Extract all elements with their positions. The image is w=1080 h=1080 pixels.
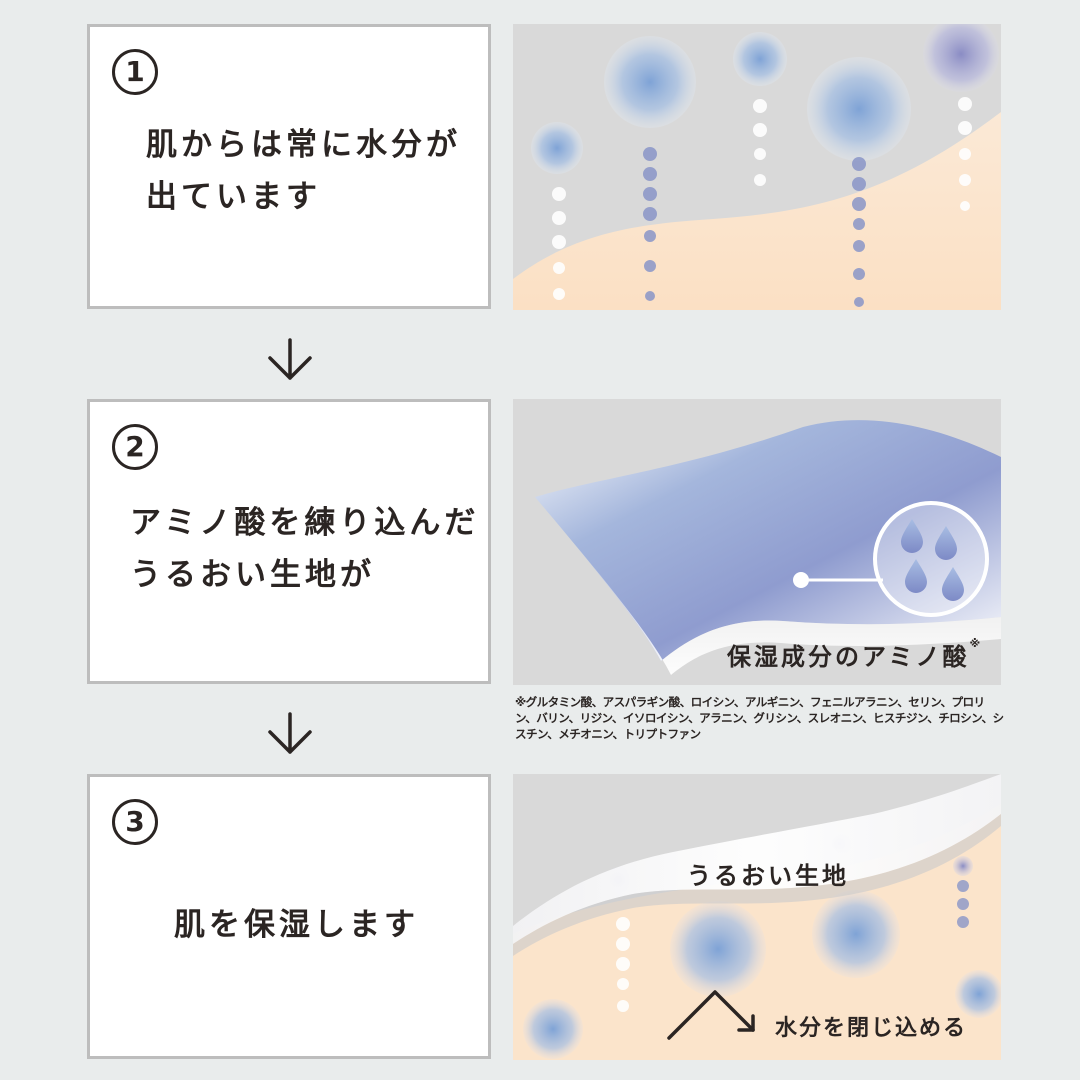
step-1-box: 1 肌からは常に水分が 出ています: [87, 24, 491, 309]
step-3-line-1: 肌を保湿します: [174, 907, 419, 943]
step-3-box: 3 肌を保湿します: [87, 774, 491, 1059]
step-2-number: 2: [112, 424, 158, 470]
panel-amino-fabric: 保湿成分のアミノ酸※: [513, 399, 1001, 685]
water-drop-icon: [942, 567, 964, 601]
water-drop-icon: [935, 526, 957, 560]
step-1-line-1: 肌からは常に水分が: [146, 127, 461, 163]
bubble: [733, 32, 787, 86]
step-2-box: 2 アミノ酸を練り込んだ うるおい生地が: [87, 399, 491, 684]
step-2-line-1: アミノ酸を練り込んだ: [130, 505, 480, 541]
bubble: [670, 901, 766, 997]
water-drop-icon: [901, 519, 923, 553]
bubble: [531, 122, 583, 174]
step-3-number: 3: [112, 799, 158, 845]
step-3-text: 肌を保湿します: [174, 899, 419, 951]
step-1-line-2: 出ています: [146, 179, 321, 215]
moisture-lock-illustration: [513, 774, 1001, 1060]
footnote-mark: ※: [969, 637, 981, 650]
fabric-label: うるおい生地: [687, 862, 849, 890]
bubble: [604, 36, 696, 128]
moisture-arrow-icon: [667, 990, 755, 1040]
amino-acid-label-text: 保湿成分のアミノ酸: [727, 643, 970, 671]
step-1-number: 1: [112, 49, 158, 95]
step-2-text: アミノ酸を練り込んだ うるおい生地が: [130, 497, 479, 601]
bubble: [807, 57, 911, 161]
down-arrow-icon: [268, 712, 312, 754]
water-drop-icon: [905, 559, 927, 593]
amino-acid-label: 保湿成分のアミノ酸※: [727, 637, 980, 672]
panel-skin-moisture: [513, 24, 1001, 310]
amino-fabric-illustration: [513, 399, 1001, 685]
amino-acid-footnote: ※グルタミン酸、アスパラギン酸、ロイシン、アルギニン、フェニルアラニン、セリン、…: [515, 695, 1004, 741]
down-arrow-icon: [268, 338, 312, 380]
step-1-text: 肌からは常に水分が 出ています: [146, 119, 461, 223]
bubble: [812, 890, 900, 978]
bubble: [923, 24, 999, 92]
bubble: [953, 856, 973, 876]
moisture-label: 水分を閉じ込める: [775, 1016, 968, 1041]
bubble: [955, 970, 1001, 1018]
bubble: [523, 999, 583, 1059]
moisture-arrow-head-icon: [737, 1014, 755, 1032]
skin-moisture-illustration: [513, 24, 1001, 310]
panel-moisture-locked: うるおい生地 水分を閉じ込める: [513, 774, 1001, 1060]
step-2-line-2: うるおい生地が: [130, 557, 375, 593]
